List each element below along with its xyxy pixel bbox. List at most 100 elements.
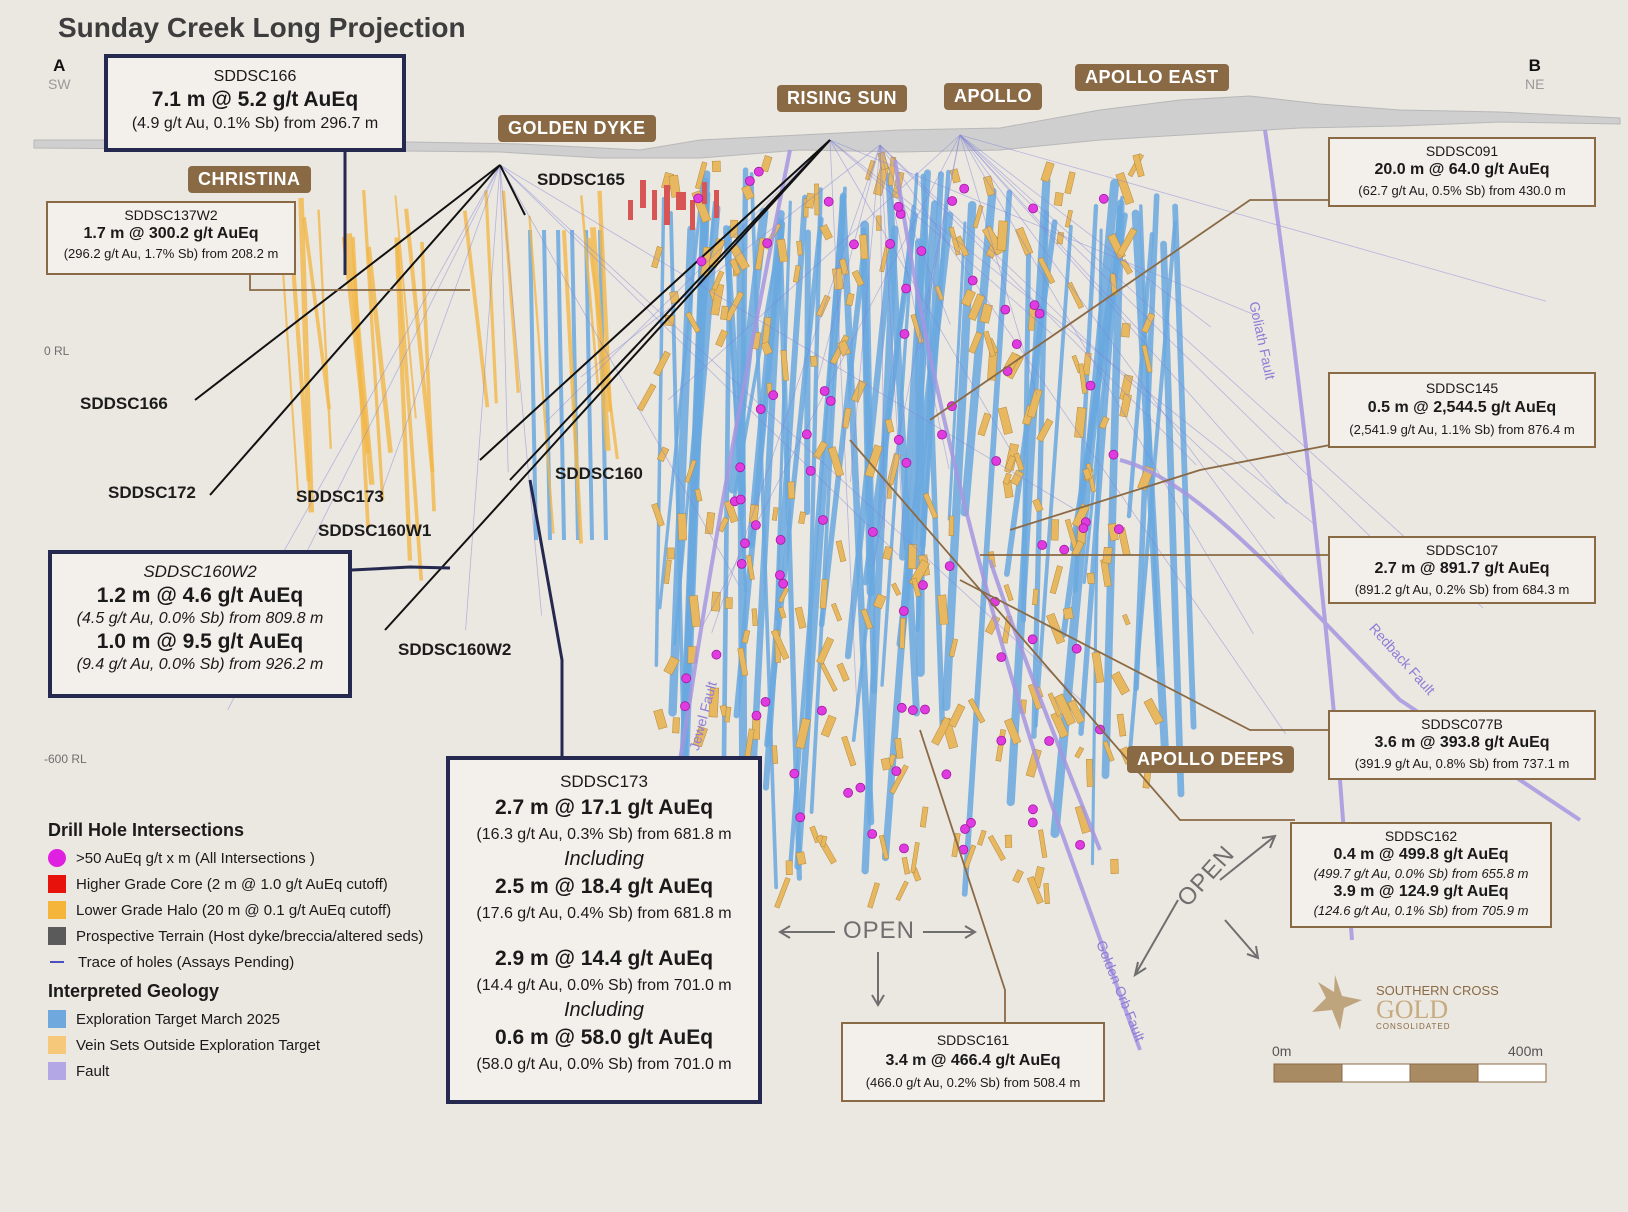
- vein-segment: [1074, 746, 1085, 759]
- vein-segment: [1032, 588, 1039, 606]
- vein-segment: [1026, 875, 1044, 905]
- legend-heading-geology: Interpreted Geology: [48, 981, 220, 1001]
- vein-segment: [771, 745, 779, 764]
- vein-segment: [1132, 153, 1145, 178]
- legend-geology-swatch: [48, 1062, 66, 1080]
- vein-segment: [776, 238, 789, 263]
- vein-segment: [737, 647, 749, 677]
- vein-segment: [778, 587, 790, 604]
- high-grade-dot: [899, 843, 909, 854]
- hole-trace: [379, 164, 501, 496]
- box-detail-2: (17.6 g/t Au, 0.4% Sb) from 681.8 m: [476, 905, 732, 922]
- vein-segment: [894, 737, 904, 759]
- exploration-target-vein: [1126, 232, 1155, 519]
- high-grade-dot: [916, 246, 927, 256]
- prospect-rising-sun: RISING SUN: [777, 85, 908, 112]
- exploration-target-vein: [528, 229, 538, 541]
- high-grade-dot: [885, 238, 895, 249]
- hole-trace: [258, 164, 501, 596]
- hole-label-sddsc166: SDDSC166: [80, 394, 168, 413]
- vein-segment: [922, 492, 939, 519]
- box-result: 2.7 m @ 891.7 g/t AuEq: [1374, 560, 1550, 577]
- high-grade-dot: [740, 538, 750, 549]
- high-grade-dot: [823, 196, 834, 207]
- box-detail: (2,541.9 g/t Au, 1.1% Sb) from 876.4 m: [1349, 422, 1575, 437]
- vein-segment: [1085, 758, 1094, 787]
- box-detail-1: (4.5 g/t Au, 0.0% Sb) from 809.8 m: [76, 610, 324, 627]
- vein-segment: [677, 513, 687, 541]
- vein-segment: [1047, 692, 1062, 717]
- legend-intersection-swatch: [48, 849, 66, 867]
- high-grade-dot: [817, 705, 827, 716]
- box-detail-1: (16.3 g/t Au, 0.3% Sb) from 681.8 m: [476, 826, 732, 843]
- high-grade-dot: [991, 456, 1002, 466]
- intercept-box-sddsc161: SDDSC161 3.4 m @ 466.4 g/t AuEq (466.0 g…: [841, 1022, 1105, 1102]
- topography-surface: [33, 95, 1621, 159]
- vein-segment: [1110, 671, 1130, 696]
- box-result: 3.6 m @ 393.8 g/t AuEq: [1374, 734, 1550, 751]
- vein-segment: [1032, 498, 1044, 513]
- vein-segment: [637, 383, 657, 412]
- high-grade-dot: [762, 238, 773, 249]
- hole-label-sddsc160w2: SDDSC160W2: [398, 640, 512, 659]
- high-grade-dot: [1037, 540, 1048, 550]
- high-grade-dot: [867, 829, 878, 839]
- high-grade-dot: [918, 580, 928, 590]
- hole-trace: [499, 164, 543, 616]
- page-title: Sunday Creek Long Projection: [58, 12, 466, 43]
- exploration-target-vein: [896, 211, 954, 648]
- vein-segment: [746, 554, 755, 580]
- box-result-1: 0.4 m @ 499.8 g/t AuEq: [1333, 846, 1509, 863]
- high-grade-dot: [1028, 203, 1038, 214]
- exploration-target-vein: [960, 187, 997, 517]
- box-result: 1.7 m @ 300.2 g/t AuEq: [83, 225, 259, 242]
- vein-segment: [663, 655, 680, 676]
- vein-segment: [873, 593, 887, 610]
- vein-segment: [724, 706, 732, 723]
- high-grade-dot: [795, 812, 806, 823]
- high-grade-dot: [1027, 634, 1038, 645]
- high-grade-dot: [1078, 523, 1089, 534]
- legend-geology-swatch: [48, 1010, 66, 1028]
- box-result: 7.1 m @ 5.2 g/t AuEq: [151, 88, 359, 111]
- hole-trace: [829, 139, 1260, 318]
- vein-segment: [819, 578, 828, 609]
- vein-segment: [1054, 693, 1076, 726]
- vein-segment: [684, 459, 697, 484]
- open-label-bottom: OPEN: [843, 917, 916, 944]
- hole-trace: [817, 144, 881, 380]
- high-grade-dot: [1029, 300, 1040, 311]
- vein-segment: [891, 582, 902, 597]
- vein-set: [366, 246, 393, 453]
- vein-segment: [653, 708, 668, 730]
- exploration-target-vein: [1172, 203, 1197, 730]
- high-grade-dot: [753, 166, 764, 177]
- logo-line-2: GOLD: [1376, 995, 1449, 1024]
- high-grade-dot: [959, 183, 970, 194]
- vein-sets: [278, 151, 1164, 914]
- high-grade-dot: [899, 329, 910, 339]
- vein-set: [395, 244, 424, 581]
- high-grade-dot: [825, 395, 836, 406]
- vein-segment: [889, 764, 909, 795]
- rl-zero: 0 RL: [44, 344, 70, 358]
- hole-trace: [959, 134, 1211, 328]
- exploration-target-vein: [654, 197, 666, 668]
- hole-trace: [499, 164, 1084, 703]
- vein-segment: [723, 499, 739, 524]
- vein-segment: [977, 412, 992, 437]
- vein-segment: [895, 880, 909, 902]
- vein-segment: [982, 330, 996, 358]
- high-grade-dot: [898, 606, 909, 616]
- vein-segment: [1143, 697, 1164, 725]
- vein-set: [394, 195, 417, 419]
- rl-minus600: -600 RL: [44, 752, 87, 766]
- navy-leaders: [343, 152, 564, 756]
- hole-trace: [667, 134, 961, 401]
- high-grade-dot: [696, 256, 707, 267]
- vein-segment: [688, 595, 701, 628]
- box-hole-id: SDDSC077B: [1421, 716, 1503, 732]
- vein-segment: [1003, 584, 1014, 602]
- vein-segment: [831, 602, 843, 622]
- hole-label-sddsc160: SDDSC160: [555, 464, 643, 483]
